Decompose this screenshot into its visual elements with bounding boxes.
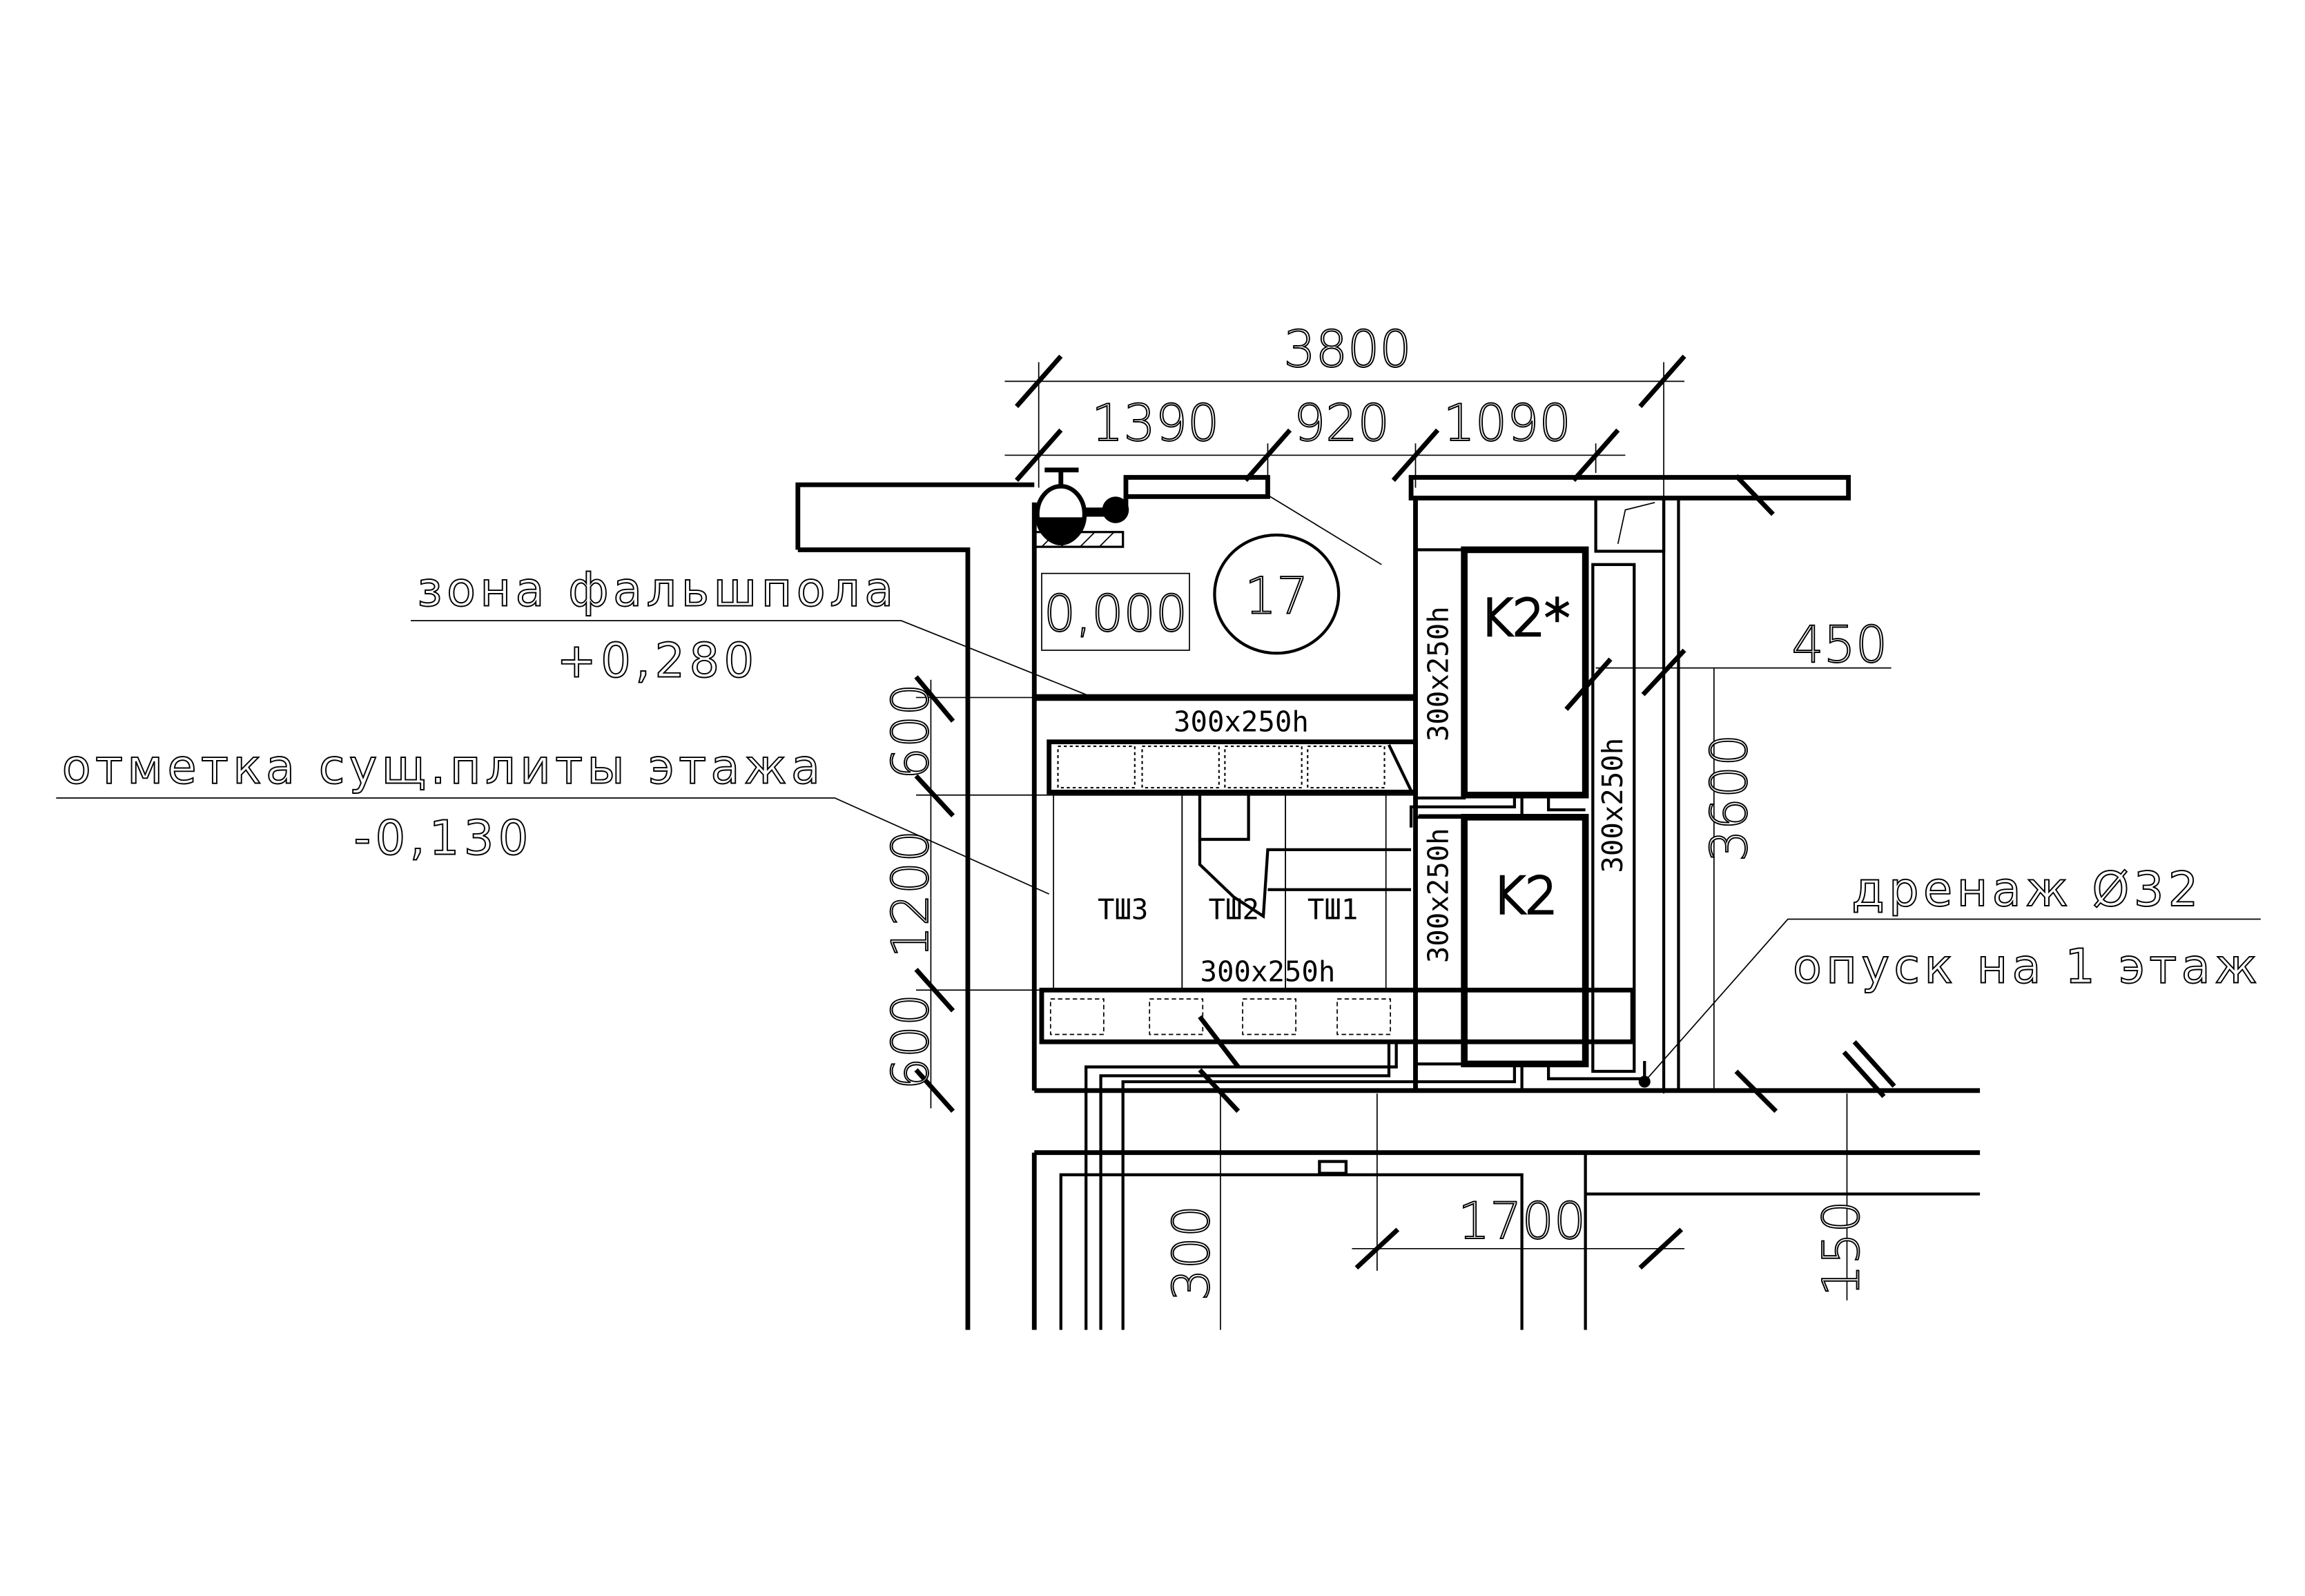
- room-number: 17: [1245, 567, 1309, 625]
- slab-mark-label: отметка сущ.плиты этажа: [62, 740, 825, 795]
- unit-k2-star: [1461, 546, 1589, 799]
- valve-icon: [1035, 467, 1129, 545]
- cabinet-tsh3: ТШ3: [1098, 893, 1148, 926]
- unit-k2-star-label: K2*: [1480, 590, 1570, 648]
- lower-floor: 1700 300 150: [1031, 1015, 1981, 1330]
- cabinet-tsh1: ТШ1: [1307, 893, 1358, 926]
- room-number-bubble: [1213, 533, 1341, 655]
- unit-k2-label: K2: [1492, 867, 1557, 926]
- raised-floor-level: +0,280: [556, 633, 758, 688]
- dim-seg2: 920: [1294, 394, 1390, 453]
- room-level: 0,000: [1044, 585, 1187, 643]
- dim-overall: 3800: [1283, 320, 1411, 379]
- duct-vertical-right-label: 300x250h: [1596, 738, 1629, 873]
- duct-vertical-right: [1591, 563, 1636, 1073]
- cabinets: ТШ3 ТШ2 ТШ1 300x250h: [1053, 794, 1412, 991]
- drain-label: дренаж Ø32: [1851, 862, 2202, 917]
- drain-note: опуск на 1 этаж: [1793, 940, 2262, 995]
- dim-left-top: 600: [882, 683, 940, 779]
- cabinet-tsh2: ТШ2: [1209, 893, 1259, 926]
- top-dimension-chain: 3800 1390 920 1090: [1004, 320, 1686, 1094]
- duct-vertical-upper-label: 300x250h: [1422, 606, 1455, 741]
- slab-level: -0,130: [353, 810, 532, 866]
- annotations: зона фальшпола +0,280 отметка сущ.плиты …: [56, 562, 2262, 1082]
- dim-left-mid: 1200: [882, 830, 940, 958]
- dim-seg3: 1090: [1443, 394, 1571, 453]
- dim-bottom-150: 150: [1813, 1200, 1871, 1296]
- left-dimension-chain: 600 1200 600: [881, 675, 1416, 1113]
- duct-top-label: 300x250h: [1174, 705, 1309, 739]
- dim-left-bottom: 600: [882, 994, 940, 1090]
- dim-bottom-width: 1700: [1458, 1192, 1586, 1251]
- raised-floor-zone-label: зона фальшпола: [417, 563, 897, 618]
- duct-bottom-label: 300x250h: [1200, 955, 1336, 988]
- duct-vertical-lower-label: 300x250h: [1422, 828, 1455, 963]
- dim-seg1: 1390: [1091, 394, 1219, 453]
- dim-right-height: 3600: [1700, 734, 1759, 862]
- dim-right-offset: 450: [1791, 616, 1887, 674]
- refrigerant-piping: [1085, 798, 1646, 1330]
- dim-bottom-300: 300: [1163, 1205, 1221, 1301]
- unit-k2: [1461, 814, 1589, 1068]
- level-box: [1041, 572, 1190, 651]
